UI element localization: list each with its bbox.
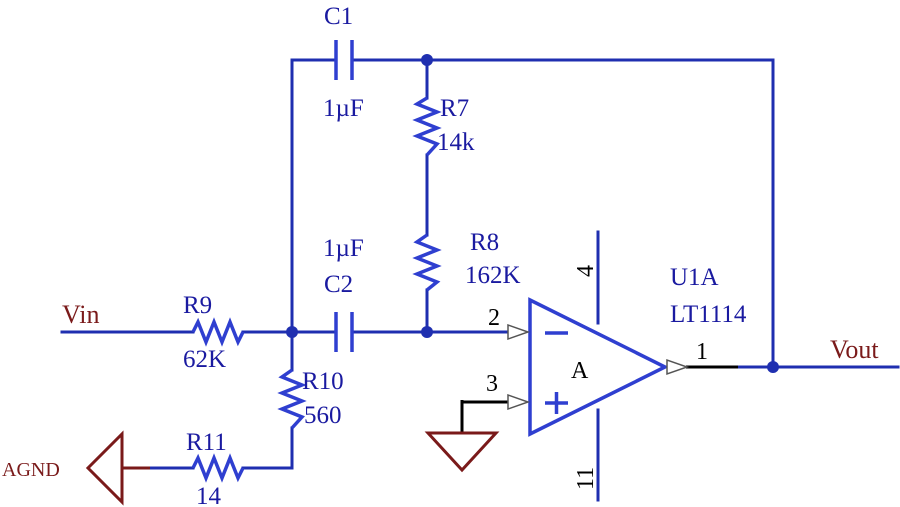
resistor-r8 [412,233,442,292]
u1a-section: A [571,358,589,384]
pin2-arrow [507,323,531,341]
pin-label-out: 1 [696,339,708,365]
pin-label-inv: 2 [488,305,500,331]
resistor-r10 [277,368,307,430]
r11-ref: R11 [186,429,227,456]
pin-label-vplus: 4 [573,265,599,277]
r9-value: 62K [183,346,226,373]
r8-value: 162K [465,262,521,289]
r7-value: 14k [437,129,475,156]
u1a-ref: U1A [670,264,719,291]
capacitor-c2 [334,312,354,352]
pin3-arrow [507,393,531,411]
net-label-vout: Vout [830,335,879,364]
resistor-r11 [191,453,245,483]
pin1-arrow [666,358,690,376]
pin-label-vminus: 11 [573,467,599,490]
u1a-part: LT1114 [670,301,747,328]
net-label-vin: Vin [62,300,99,329]
r11-value: 14 [196,483,222,507]
r8-ref: R8 [470,229,499,256]
junction-dot [421,54,433,66]
wires [60,58,900,502]
capacitor-c1 [334,40,354,80]
r10-value: 560 [304,402,342,429]
c1-ref: C1 [324,3,353,30]
resistor-r7 [412,96,442,157]
r10-ref: R10 [302,368,344,395]
opamp-u1a [460,297,738,437]
pin-label-noninv: 3 [486,371,498,397]
c2-value: 1µF [323,235,364,262]
net-label-agnd: AGND [2,459,60,481]
resistor-r9 [191,317,245,347]
c1-value: 1µF [323,95,364,122]
r9-ref: R9 [183,292,212,319]
junction-dot [767,361,779,373]
c2-ref: C2 [324,271,353,298]
junction-dot [421,326,433,338]
r7-ref: R7 [440,95,469,122]
opamp-triangle [528,297,669,437]
agnd-symbol [85,430,124,506]
junction-dot [286,326,298,338]
ground-symbol [424,431,500,473]
